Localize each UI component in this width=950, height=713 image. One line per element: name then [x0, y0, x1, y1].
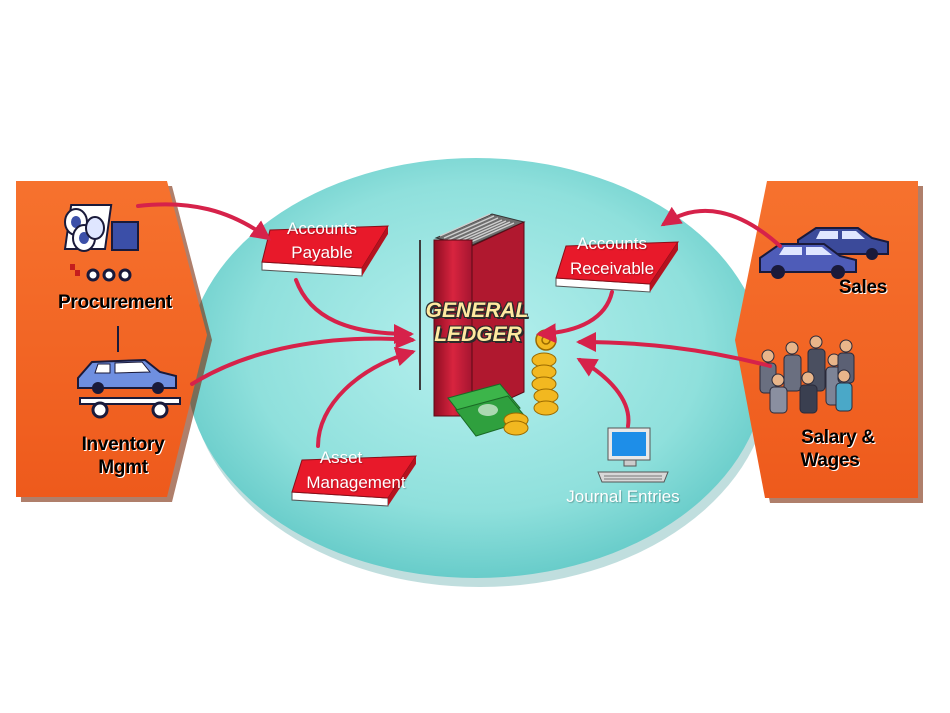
general-ledger-book-icon	[419, 213, 526, 417]
arrow-salary-to-ledger	[576, 332, 772, 368]
accounts-receivable-label-line2: Receivable	[569, 259, 655, 278]
accounts-payable-label-line2: Payable	[291, 243, 353, 262]
arrow-inventory-to-ledger	[190, 328, 416, 386]
arrow-payable-to-ledger	[294, 278, 414, 344]
inventory-label-line2: Mgmt	[98, 457, 148, 478]
salary-label-line2: Wages	[800, 450, 860, 471]
general-ledger-title-line2: LEDGER	[434, 323, 522, 346]
sales-label: Sales	[838, 277, 888, 298]
asset-management-label-line2: Management	[306, 473, 406, 492]
accounts-receivable-book	[555, 241, 679, 293]
arrow-journal-to-ledger	[576, 358, 631, 428]
people-group-icon	[759, 335, 855, 414]
arrow-sales-to-receivable	[660, 206, 782, 248]
accounts-payable-book	[261, 225, 389, 277]
accounts-payable-label-line1: Accounts	[287, 219, 357, 238]
arrow-procurement-to-payable	[136, 202, 272, 241]
cars-icon	[759, 227, 889, 279]
computer-terminal-icon	[597, 427, 669, 483]
inventory-label-line1: Inventory	[81, 434, 165, 455]
accounts-receivable-label-line1: Accounts	[577, 234, 647, 253]
car-on-lift-icon	[77, 326, 181, 419]
journal-entries-label: Journal Entries	[566, 487, 680, 506]
procurement-label: Procurement	[58, 292, 172, 313]
arrow-receivable-to-ledger	[536, 290, 614, 344]
asset-management-label-line1: Asset	[319, 448, 363, 467]
arrow-asset-to-ledger	[316, 346, 416, 448]
general-ledger-title-line1: GENERAL	[425, 299, 529, 322]
salary-label-line1: Salary &	[801, 427, 875, 448]
asset-management-book	[291, 455, 417, 507]
procurement-icon	[63, 204, 139, 282]
